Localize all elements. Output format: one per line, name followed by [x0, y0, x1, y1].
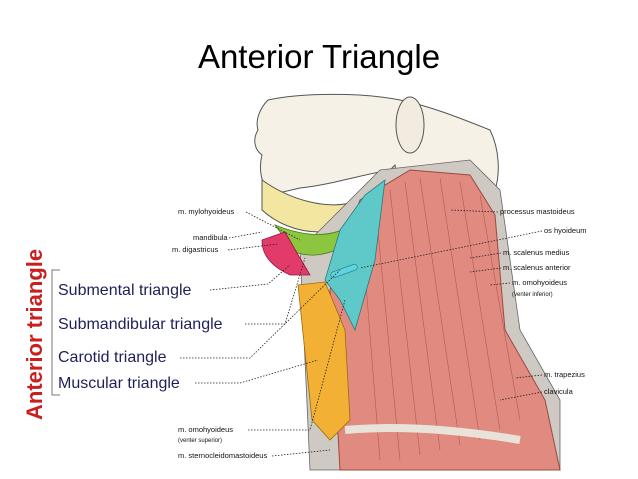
- clavicula-leader: [499, 391, 543, 401]
- submental-triangle-label: Submental triangle: [58, 282, 192, 299]
- processus-mastoideus-label: processus mastoideus: [500, 207, 575, 216]
- scalenus-anterior-label: m. scalenus anterior: [503, 263, 571, 272]
- omohyoideus-inferior-label: m. omohyoideus: [512, 278, 567, 287]
- submandibular-leader: [245, 257, 306, 325]
- anterior-triangle-vertical-label: Anterior triangle: [22, 249, 47, 420]
- submental-leader: [209, 264, 291, 291]
- digastricus-label: m. digastricus: [172, 245, 219, 254]
- venter-inferior-label: (venter inferior): [512, 292, 553, 298]
- venter-superior-label: (venter superior): [178, 438, 222, 444]
- digastricus-leader: [227, 243, 279, 251]
- sternocleidomastoideus-label: m. sternocleidomastoideus: [178, 451, 267, 460]
- mandibula-label: mandibula: [193, 233, 228, 242]
- mylohyoideus-leader: [245, 211, 301, 241]
- processus-mastoideus-leader: [449, 209, 499, 213]
- carotid-triangle-label: Carotid triangle: [58, 349, 167, 366]
- mylohyoideus-label: m. mylohyoideus: [178, 207, 235, 216]
- scalenus-medius-leader: [469, 252, 502, 259]
- carotid-leader: [180, 269, 341, 359]
- clavicle-shape: [344, 424, 521, 444]
- bracket: [51, 269, 60, 396]
- omohyoideus-superior-label: m. omohyoideus: [178, 425, 233, 434]
- os-hyoideum-leader: [359, 230, 543, 269]
- os-hyoideum-label: os hyoideum: [544, 226, 587, 235]
- submandibular-triangle-label: Submandibular triangle: [58, 316, 223, 333]
- sternocleidomastoideus-leader: [271, 449, 331, 457]
- muscular-leader: [195, 359, 319, 384]
- muscular-triangle-label: Muscular triangle: [58, 375, 180, 392]
- hyoid-bone: [330, 263, 358, 279]
- clavicula-label: clavicula: [544, 387, 574, 396]
- muscular-triangle-region: [297, 281, 351, 441]
- muscle-mass: [329, 169, 561, 471]
- trapezius-label: m. trapezius: [544, 370, 585, 379]
- carotid-triangle-region: [324, 179, 386, 332]
- ear: [395, 96, 425, 154]
- slide-title: Anterior Triangle: [197, 38, 441, 75]
- omohyoideus-inferior-leader: [489, 282, 511, 286]
- scalenus-medius-label: m. scalenus medius: [503, 248, 570, 257]
- scalenus-anterior-leader: [469, 267, 502, 273]
- mandibula-leader: [228, 231, 263, 239]
